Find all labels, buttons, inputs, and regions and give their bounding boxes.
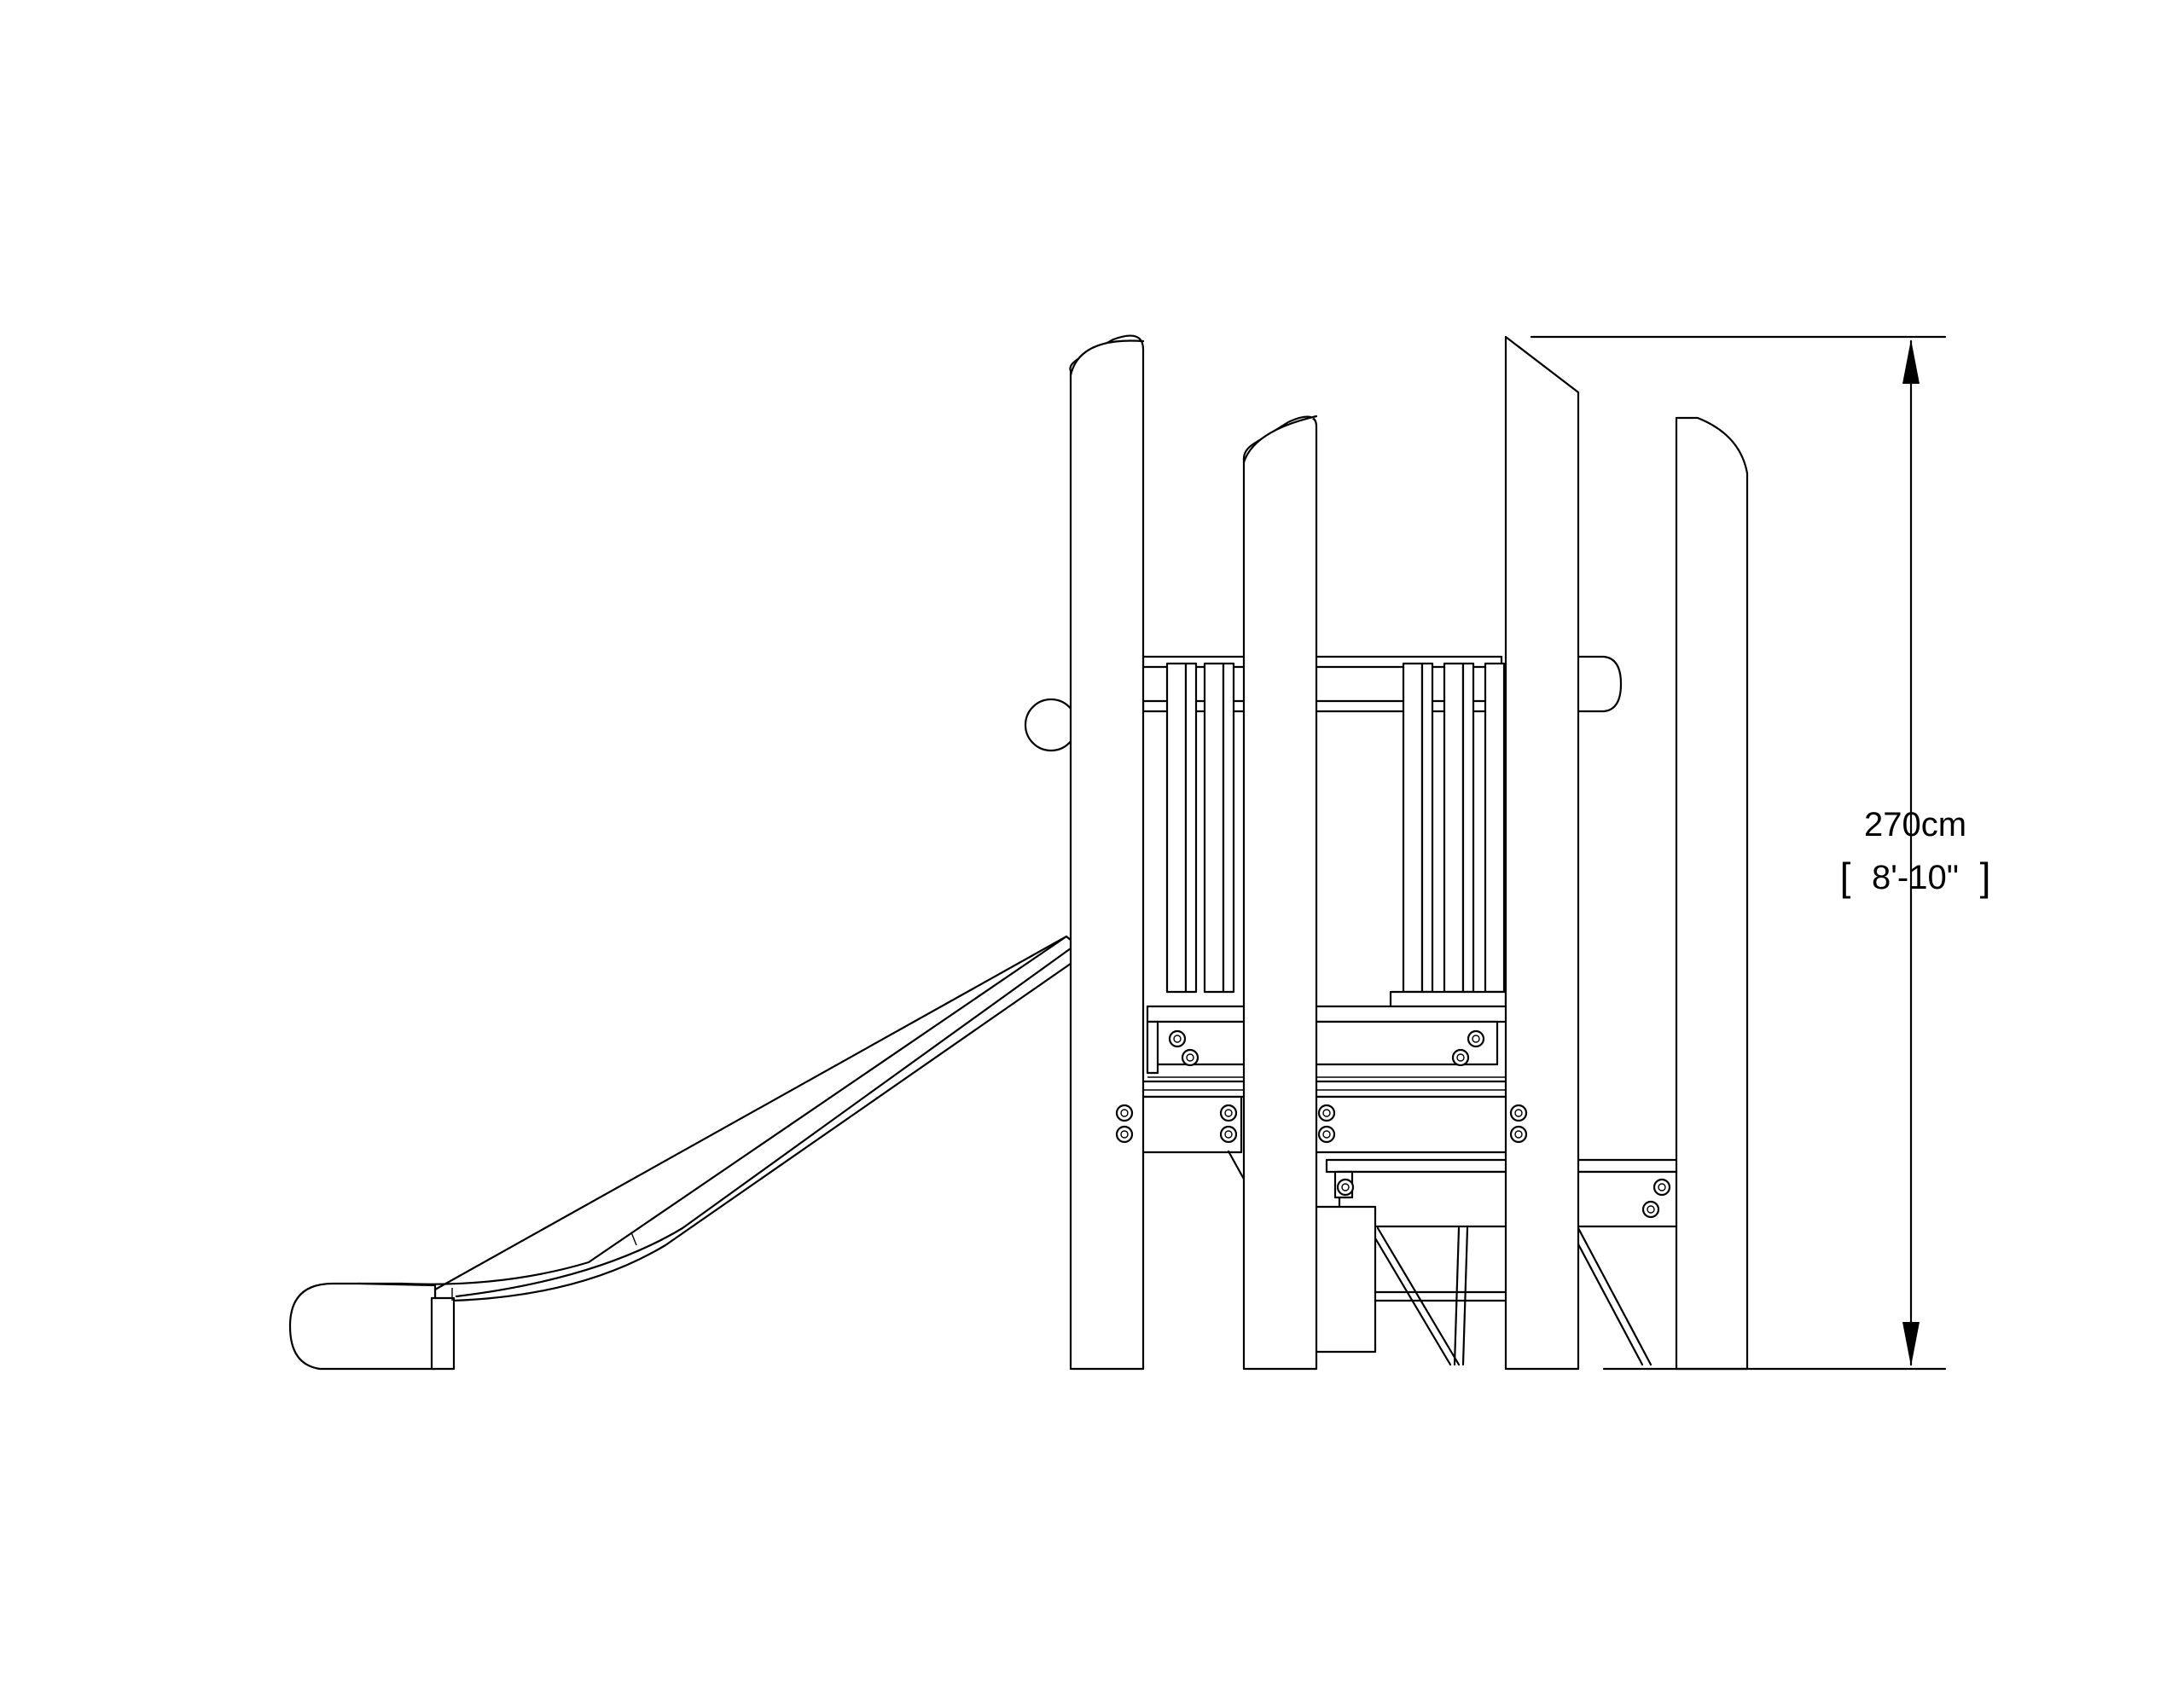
bolt xyxy=(1317,1104,1336,1122)
rope xyxy=(1368,1226,1452,1366)
slat xyxy=(1184,662,1198,994)
slat xyxy=(1420,662,1434,994)
dimension-bracket-left: [ xyxy=(1840,855,1851,899)
slat xyxy=(1461,662,1475,994)
bolt xyxy=(1317,1125,1336,1144)
slide xyxy=(288,935,1078,1371)
left-slat-group xyxy=(1165,662,1235,994)
bolt xyxy=(1336,1178,1355,1197)
rope xyxy=(1461,1226,1469,1366)
height-dimension: 270cm 8'-10" [ ] xyxy=(1530,335,1991,1366)
bolt xyxy=(1181,1048,1199,1067)
slide-support-foot xyxy=(430,1296,456,1371)
post-1-cap xyxy=(1069,339,1145,377)
slide-chute xyxy=(433,935,1078,1302)
rope xyxy=(1453,1226,1461,1366)
slat xyxy=(1484,662,1506,994)
bolts xyxy=(1115,1029,1671,1219)
slide-seam-mark xyxy=(630,1232,637,1246)
upper-deck-board xyxy=(1146,1005,1516,1023)
bolt xyxy=(1467,1029,1485,1048)
rope xyxy=(1376,1226,1461,1366)
dimension-imperial-label: 8'-10" xyxy=(1872,859,1959,896)
slat xyxy=(1222,662,1235,994)
bolt xyxy=(1115,1125,1134,1144)
slat xyxy=(1402,662,1424,994)
slide-exit-lip xyxy=(288,1282,437,1371)
ball-knob xyxy=(1024,698,1078,752)
dimension-metric-label: 270cm xyxy=(1864,806,1966,844)
dimension-arrow-bottom xyxy=(1902,1322,1920,1366)
post-1 xyxy=(1069,334,1145,1371)
upper-deck xyxy=(1146,1005,1516,1078)
climbing-ropes xyxy=(1227,1150,1653,1366)
crossbar-log-end xyxy=(1568,655,1623,713)
middle-deck-board xyxy=(1099,1080,1546,1099)
bolt xyxy=(1641,1200,1660,1219)
post-3 xyxy=(1504,335,1580,1371)
right-slat-group xyxy=(1389,662,1507,1011)
bolt xyxy=(1219,1104,1238,1122)
slide-chute-top-edge xyxy=(357,935,1068,1285)
bolt xyxy=(1509,1125,1528,1144)
post-4 xyxy=(1675,416,1749,1371)
rope xyxy=(1577,1226,1653,1366)
slat xyxy=(1443,662,1465,994)
slide-chute-inner-curve xyxy=(455,947,1072,1298)
bolt xyxy=(1451,1048,1470,1067)
bolt xyxy=(1168,1029,1187,1048)
upper-deck-skirt xyxy=(1146,1020,1159,1075)
dimension-arrow-top xyxy=(1902,339,1920,384)
post-2 xyxy=(1242,415,1318,1371)
slat xyxy=(1203,662,1225,994)
bolt xyxy=(1653,1178,1671,1197)
rope xyxy=(1568,1226,1644,1366)
slat xyxy=(1165,662,1188,994)
bolt xyxy=(1219,1125,1238,1144)
bolt xyxy=(1509,1104,1528,1122)
dimension-bracket-right: ] xyxy=(1980,855,1991,899)
middle-deck-beam-right xyxy=(1312,1095,1533,1154)
post-2-cap xyxy=(1242,415,1318,464)
bolt xyxy=(1115,1104,1134,1122)
